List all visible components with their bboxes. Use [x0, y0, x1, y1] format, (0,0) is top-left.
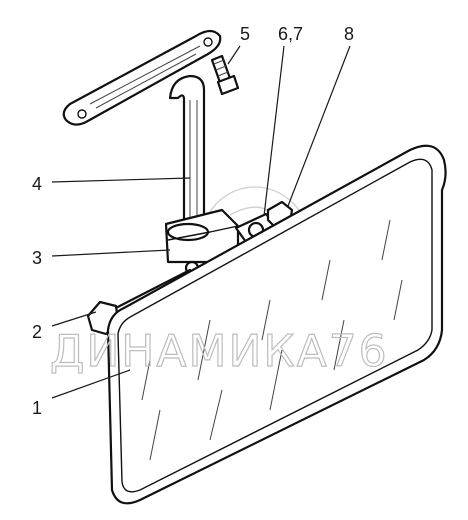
- callout-2: 2: [32, 322, 42, 342]
- watermark-text: ДИНАМИКА76: [50, 326, 389, 377]
- rod-4: [168, 74, 206, 232]
- leader-8: [287, 45, 351, 207]
- callout-3: 3: [32, 248, 42, 268]
- leader-4: [51, 177, 191, 183]
- callout-8: 8: [344, 24, 354, 44]
- mirror-1: [106, 144, 447, 505]
- leader-1: [51, 369, 131, 399]
- leader-2: [51, 311, 97, 327]
- leader-5: [227, 45, 241, 65]
- callout-1: 1: [32, 398, 42, 418]
- leader-lines: [51, 45, 351, 399]
- leader-3: [51, 249, 171, 257]
- callout-6-7: 6,7: [278, 24, 303, 44]
- callout-4: 4: [32, 174, 42, 194]
- screw-5: [210, 54, 240, 96]
- leader-6-7: [263, 45, 285, 217]
- callout-labels: 1 2 3 4 5 6,7 8: [32, 24, 354, 418]
- mounting-base-plate: [62, 29, 222, 126]
- callout-5: 5: [240, 24, 250, 44]
